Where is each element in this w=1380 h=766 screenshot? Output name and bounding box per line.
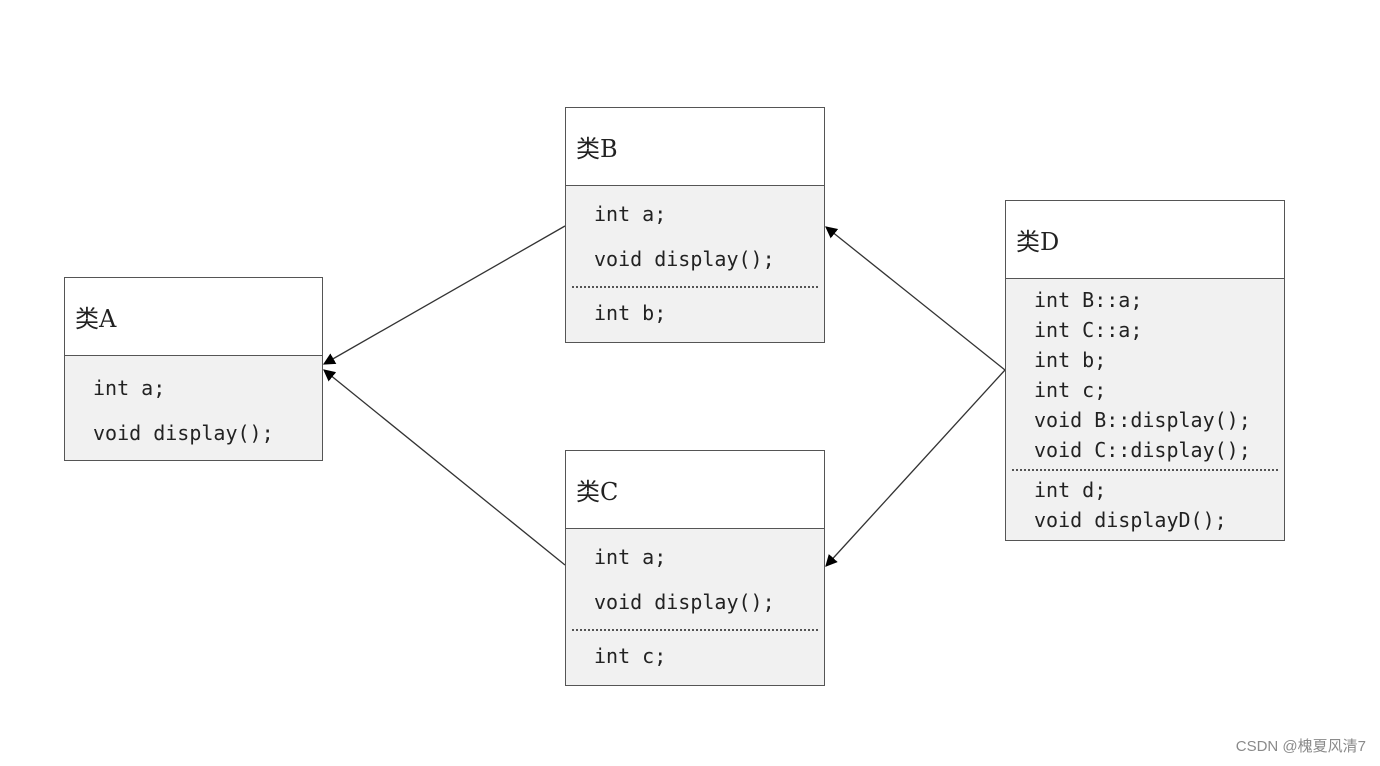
class-c-member: void display(); — [594, 590, 775, 614]
arrow-d-to-b — [825, 226, 1006, 371]
class-a-member: int a; — [93, 376, 166, 400]
arrow-b-to-a — [322, 225, 566, 365]
class-d-title: 类D — [1006, 201, 1284, 279]
class-d-member: int b; — [1034, 348, 1107, 372]
class-b-member: void display(); — [594, 247, 775, 271]
class-c-title: 类C — [566, 451, 824, 529]
class-d-member: int c; — [1034, 378, 1107, 402]
class-d-member: int d; — [1034, 478, 1107, 502]
arrow-d-to-c — [825, 369, 1006, 567]
class-d-member: void displayD(); — [1034, 508, 1227, 532]
class-c-box: 类C int a; void display(); int c; — [565, 450, 825, 686]
class-b-separator — [572, 286, 818, 288]
arrow-c-to-a — [323, 369, 566, 566]
class-c-separator — [572, 629, 818, 631]
class-a-title: 类A — [65, 278, 322, 356]
class-d-member: int C::a; — [1034, 318, 1143, 342]
class-a-member: void display(); — [93, 421, 274, 445]
class-d-member: void C::display(); — [1034, 438, 1251, 462]
class-c-member: int c; — [594, 644, 667, 668]
class-d-member: void B::display(); — [1034, 408, 1251, 432]
class-c-member: int a; — [594, 545, 667, 569]
class-b-member: int a; — [594, 202, 667, 226]
class-d-member: int B::a; — [1034, 288, 1143, 312]
class-d-box: 类D int B::a; int C::a; int b; int c; voi… — [1005, 200, 1285, 541]
class-b-member: int b; — [594, 301, 667, 325]
watermark: CSDN @槐夏风清7 — [1235, 738, 1366, 755]
class-d-separator — [1012, 469, 1278, 471]
class-b-title: 类B — [566, 108, 824, 186]
class-a-box: 类A int a; void display(); — [64, 277, 323, 461]
class-b-box: 类B int a; void display(); int b; — [565, 107, 825, 343]
